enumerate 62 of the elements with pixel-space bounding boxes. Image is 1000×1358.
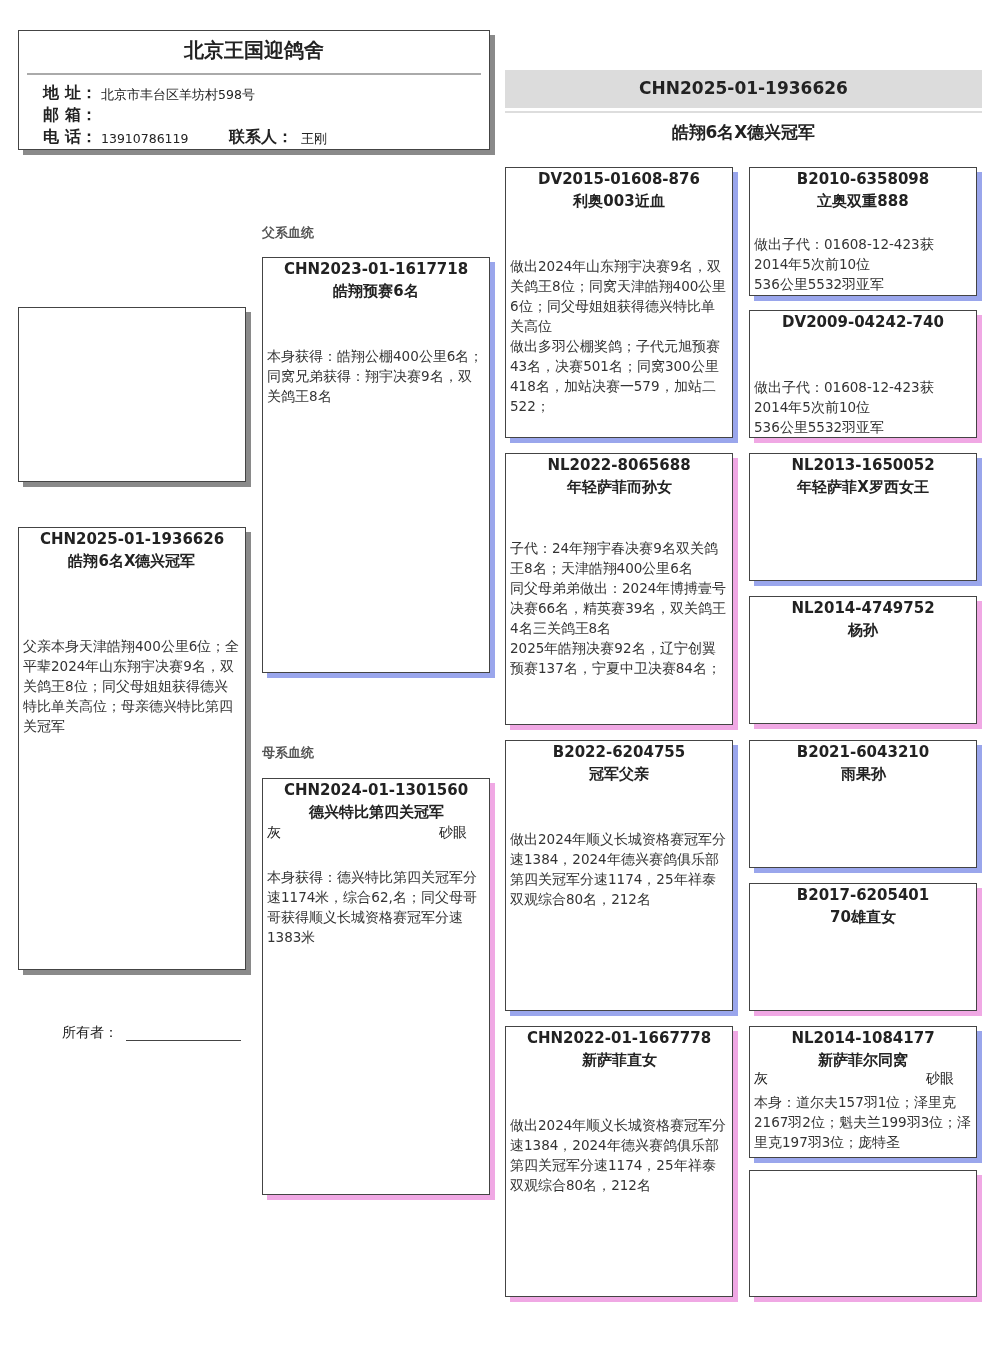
description-text: 本身获得：德兴特比第四关冠军分速1174米，综合62,名；同父母哥哥获得顺义长城资格赛冠军分速1383米	[267, 868, 478, 947]
color-text: 灰	[754, 1070, 768, 1088]
pigeon-name: 德兴特比第四关冠军	[307, 802, 445, 823]
description-text: 2014年5次前10位	[754, 398, 872, 417]
ring-number: NL2014-4749752	[790, 598, 936, 619]
pigeon-name: 年轻萨菲X罗西女王	[796, 477, 930, 498]
description-text: 本身：道尔夫157羽1位；泽里克2167羽2位；魁夫兰199羽3位；泽里克197羽3位；庞特圣	[754, 1093, 972, 1152]
ring-number: NL2022-8065688	[546, 455, 692, 476]
pigeon-name: 立奥双重888	[816, 191, 910, 212]
ring-number: CHN2022-01-1667778	[525, 1028, 713, 1049]
pigeon-name: 皓翔预赛6名	[332, 281, 420, 302]
eye-text: 砂眼	[926, 1070, 954, 1088]
description-text: 父亲本身天津皓翔400公里6位；全平辈2024年山东翔宇决赛9名，双关鸽王8位；同父母姐姐获得德兴特比单关高位；母亲德兴特比第四关冠军	[23, 637, 241, 736]
ring-number: NL2014-1084177	[790, 1028, 936, 1049]
pigeon-name: 年轻萨菲而孙女	[565, 477, 673, 498]
pigeon-name: 冠军父亲	[588, 764, 650, 785]
description-text: 同父母弟弟做出：2024年博搏壹号决赛66名，精英赛39名，双关鸽王4名三关鸽王8名	[510, 579, 728, 638]
ring-number: CHN2023-01-1617718	[282, 259, 470, 280]
field-value: 13910786119	[101, 131, 189, 146]
description-text: 做出2024年顺义长城资格赛冠军分速1384，2024年德兴赛鸽俱乐部第四关冠军分速1174，25年祥泰双观综合80名，212名	[510, 830, 728, 909]
field-label: 地 址：	[43, 83, 97, 104]
pigeon-name: 新萨菲尔同窝	[817, 1050, 909, 1071]
ring-number: DV2015-01608-876	[537, 169, 701, 190]
pigeon-name: 杨孙	[846, 620, 879, 641]
pigeon-name: 雨果孙	[839, 764, 887, 785]
description-text: 做出子代：01608-12-423获	[754, 235, 935, 254]
description-text: 做出2024年顺义长城资格赛冠军分速1384，2024年德兴赛鸽俱乐部第四关冠军分速1174，25年祥泰双观综合80名，212名	[510, 1116, 728, 1195]
ring-number: CHN2025-01-1936626	[38, 529, 226, 550]
field-label: 邮 箱：	[43, 105, 97, 126]
description-text: 做出子代：01608-12-423获	[754, 378, 935, 397]
ring-number: NL2013-1650052	[790, 455, 936, 476]
ring-number: CHN2024-01-1301560	[282, 780, 470, 801]
field-label: 电 话：	[43, 127, 97, 148]
field-label: 联系人：	[229, 127, 293, 148]
description-text: 做出2024年山东翔宇决赛9名，双关鸽王8位；同窝天津皓翔400公里6位；同父母姐姐获得德兴特比单关高位	[510, 257, 728, 336]
description-text: 536公里5532羽亚军	[754, 275, 886, 294]
pigeon-name: 皓翔6名X德兴冠军	[67, 551, 197, 572]
description-text: 2025年皓翔决赛92名，辽宁创翼预赛137名，宁夏中卫决赛84名；	[510, 639, 722, 678]
description-text: 子代：24年翔宇春决赛9名双关鸽王8名；天津皓翔400公里6名	[510, 539, 719, 578]
description-text: 本身获得：皓翔公棚400公里6名；同窝兄弟获得：翔宇决赛9名，双关鸽王8名	[267, 347, 485, 406]
pigeon-name: 利奥003近血	[572, 191, 666, 212]
ring-number: B2021-6043210	[795, 742, 931, 763]
ring-number: B2017-6205401	[795, 885, 931, 906]
eye-text: 砂眼	[439, 824, 467, 842]
pigeon-name: 70雄直女	[829, 907, 897, 928]
loft-name: 北京王国迎鸽舍	[183, 37, 325, 64]
ring-number: DV2009-04242-740	[781, 312, 945, 333]
description-text: 536公里5532羽亚军	[754, 418, 886, 437]
color-text: 灰	[267, 824, 281, 842]
section-heading: 母系血统	[262, 744, 314, 762]
ring-number: B2022-6204755	[551, 742, 687, 763]
ring-number: CHN2025-01-1936626	[638, 78, 849, 98]
title-band	[505, 70, 982, 108]
pigeon-name: 新萨菲直女	[580, 1050, 658, 1071]
field-value: 王刚	[301, 131, 327, 148]
section-heading: 父系血统	[262, 224, 314, 242]
owner-label: 所有者：	[62, 1024, 118, 1042]
ring-number: B2010-6358098	[795, 169, 931, 190]
description-text: 2014年5次前10位	[754, 255, 872, 274]
subtitle: 皓翔6名X德兴冠军	[670, 121, 817, 144]
description-text: 做出多羽公棚奖鸽；子代元旭预赛43名，决赛501名；同窝300公里418名，加站决赛一579，加站二522；	[510, 337, 721, 416]
field-value: 北京市丰台区羊坊村598号	[101, 87, 255, 104]
